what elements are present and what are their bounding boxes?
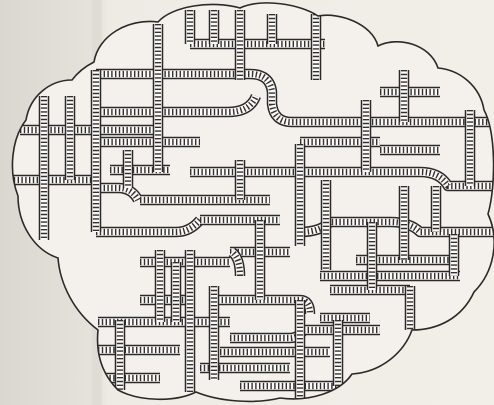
maze-illustration xyxy=(0,0,494,405)
